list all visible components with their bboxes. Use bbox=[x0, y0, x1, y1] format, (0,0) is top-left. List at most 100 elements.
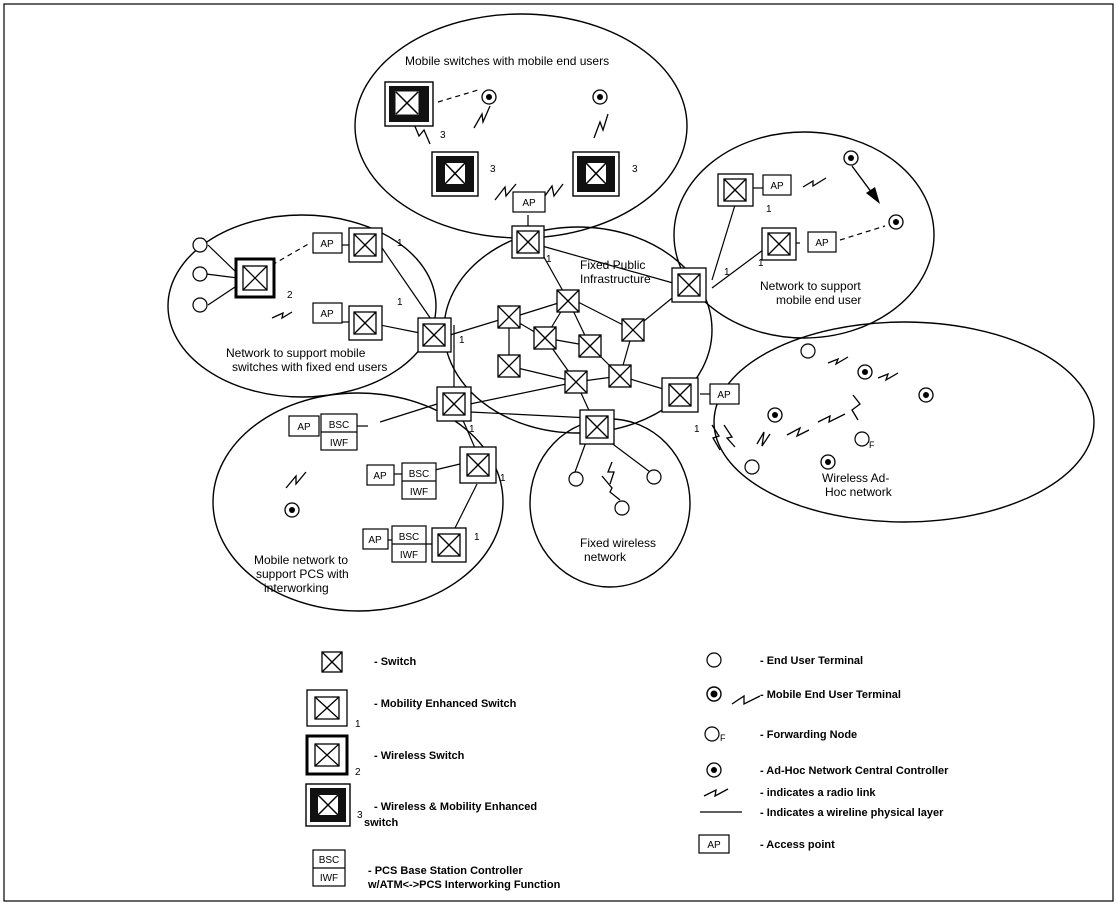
ap-label: AP bbox=[717, 390, 731, 401]
wireless-mobility-switch bbox=[572, 151, 620, 197]
svg-text:1: 1 bbox=[758, 258, 764, 269]
dashed-links bbox=[271, 89, 886, 266]
mobility-switches bbox=[348, 173, 797, 563]
wireless-switch bbox=[234, 257, 276, 299]
adhoc-central-controller bbox=[767, 407, 783, 423]
label-mobile-end-user-1: Network to support bbox=[760, 279, 861, 293]
legend-bsc-iwf-icon bbox=[312, 849, 346, 887]
label-adhoc-1: Wireless Ad- bbox=[822, 471, 889, 485]
legend-pcs-text-2: w/ATM<->PCS Interworking Function bbox=[367, 879, 561, 891]
label-pcs-2: support PCS with bbox=[256, 567, 349, 581]
label-fixed-wireless-1: Fixed wireless bbox=[580, 536, 656, 550]
region-pcs bbox=[212, 392, 504, 612]
legend-wireless-switch-icon bbox=[305, 734, 349, 776]
bsc-label: BSC bbox=[399, 532, 420, 543]
end-user-terminals bbox=[192, 237, 816, 516]
bsc-iwf-units: BSC IWF BSC IWF BSC IWF bbox=[320, 413, 437, 563]
legend-number: 1 bbox=[355, 719, 361, 730]
region-mobile-end-user bbox=[673, 131, 935, 339]
label-fixed-end-users-2: switches with fixed end users bbox=[232, 360, 387, 374]
wireless-mobility-switch bbox=[431, 151, 479, 197]
ap-label: AP bbox=[522, 198, 536, 209]
legend-iwf-label: IWF bbox=[320, 873, 338, 884]
legend-number: 3 bbox=[357, 810, 363, 821]
legend-wm-text-1: - Wireless & Mobility Enhanced bbox=[374, 801, 537, 813]
legend-number: 2 bbox=[355, 767, 361, 778]
plain-switches bbox=[497, 289, 645, 394]
svg-text:1: 1 bbox=[459, 335, 465, 346]
region-fixed-end-users bbox=[167, 214, 437, 398]
legend-wireless-text: - Wireless Switch bbox=[374, 750, 465, 762]
svg-text:1: 1 bbox=[546, 254, 552, 265]
legend-radio-text: - indicates a radio link bbox=[760, 787, 876, 799]
access-points: AP AP AP AP AP AP AP AP AP bbox=[288, 174, 837, 550]
svg-text:1: 1 bbox=[766, 204, 772, 215]
legend-switch-text: - Switch bbox=[374, 656, 416, 668]
svg-text:1: 1 bbox=[500, 473, 506, 484]
ap-label: AP bbox=[368, 535, 382, 546]
legend-forwarding-mark: F bbox=[720, 733, 726, 743]
svg-text:3: 3 bbox=[490, 164, 496, 175]
region-adhoc bbox=[713, 321, 1095, 523]
label-pcs-3: interworking bbox=[264, 581, 329, 595]
outer-border bbox=[3, 3, 1114, 902]
mobile-end-user-terminals bbox=[284, 89, 934, 518]
label-mobile-end-user-2: mobile end user bbox=[776, 293, 861, 307]
svg-text:1: 1 bbox=[397, 297, 403, 308]
legend-mobile-end-user-text: - Mobile End User Terminal bbox=[760, 689, 901, 701]
label-fixed-public-2: Infrastructure bbox=[580, 272, 651, 286]
radio-links bbox=[271, 105, 899, 706]
legend-mobility-text: - Mobility Enhanced Switch bbox=[374, 698, 517, 710]
ap-label: AP bbox=[815, 238, 829, 249]
label-fixed-wireless-2: network bbox=[584, 550, 627, 564]
bsc-label: BSC bbox=[329, 420, 350, 431]
bsc-label: BSC bbox=[409, 469, 430, 480]
legend-end-user-text: - End User Terminal bbox=[760, 655, 863, 667]
ap-label: AP bbox=[320, 239, 334, 250]
iwf-label: IWF bbox=[410, 487, 428, 498]
label-pcs-1: Mobile network to bbox=[254, 553, 348, 567]
legend-end-user-icon bbox=[706, 652, 722, 668]
iwf-label: IWF bbox=[400, 550, 418, 561]
svg-text:1: 1 bbox=[469, 424, 475, 435]
label-fixed-public-1: Fixed Public bbox=[580, 258, 645, 272]
switch-type-numbers: 3 3 3 1 1 1 1 2 1 1 1 1 1 1 1 bbox=[287, 130, 772, 543]
legend-wireline-text: - Indicates a wireline physical layer bbox=[760, 807, 944, 819]
legend-switch-icon bbox=[321, 651, 343, 673]
legend-ap-label: AP bbox=[707, 840, 721, 851]
svg-text:1: 1 bbox=[397, 238, 403, 249]
forwarding-mark: F bbox=[869, 440, 875, 450]
ap-label: AP bbox=[320, 309, 334, 320]
legend-radio-link-icon bbox=[703, 788, 729, 798]
legend-forwarding-node-icon: F bbox=[704, 726, 726, 743]
ap-label: AP bbox=[770, 181, 784, 192]
svg-text:3: 3 bbox=[632, 164, 638, 175]
legend-adhoc-controller-icon bbox=[706, 762, 722, 778]
label-adhoc-2: Hoc network bbox=[825, 485, 893, 499]
legend-mobile-end-user-icon bbox=[706, 686, 722, 702]
legend-forwarding-text: - Forwarding Node bbox=[760, 729, 857, 741]
legend-wm-text-2: switch bbox=[364, 817, 399, 829]
svg-text:2: 2 bbox=[287, 290, 293, 301]
label-mobile-switches: Mobile switches with mobile end users bbox=[405, 54, 609, 68]
wireless-mobility-switch bbox=[384, 81, 434, 127]
ap-label: AP bbox=[373, 471, 387, 482]
forwarding-node: F bbox=[854, 431, 875, 450]
legend-ap-text: - Access point bbox=[760, 839, 835, 851]
legend-wm-switch-icon bbox=[305, 783, 351, 827]
label-fixed-end-users-1: Network to support mobile bbox=[226, 346, 366, 360]
svg-text:1: 1 bbox=[694, 424, 700, 435]
legend-mobility-switch-icon bbox=[306, 689, 348, 727]
iwf-label: IWF bbox=[330, 438, 348, 449]
svg-text:1: 1 bbox=[724, 267, 730, 278]
legend-adhoc-text: - Ad-Hoc Network Central Controller bbox=[760, 765, 949, 777]
legend-ap-icon bbox=[698, 834, 730, 854]
ap-label: AP bbox=[297, 422, 311, 433]
svg-text:1: 1 bbox=[474, 532, 480, 543]
legend-bsc-label: BSC bbox=[319, 855, 340, 866]
svg-text:3: 3 bbox=[440, 130, 446, 141]
legend-pcs-text-1: - PCS Base Station Controller bbox=[368, 865, 523, 877]
movement-arrow bbox=[851, 165, 880, 204]
legend: - Switch 1 - Mobility Enhanced Switch 2 … bbox=[305, 651, 949, 891]
